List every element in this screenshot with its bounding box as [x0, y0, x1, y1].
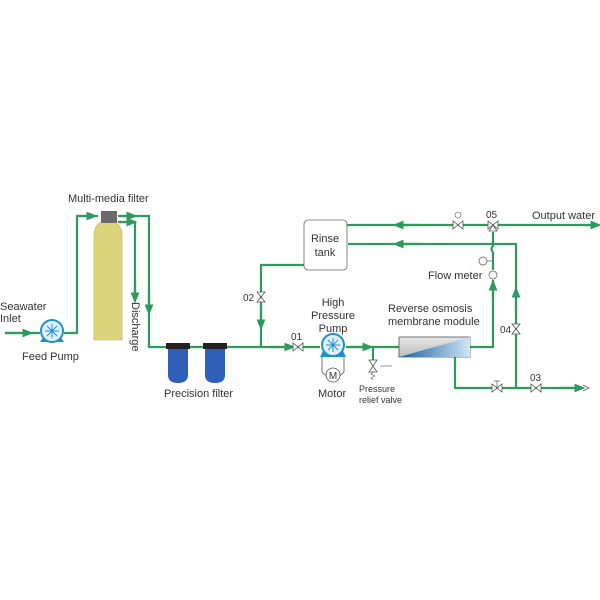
valve-01[interactable] [292, 342, 304, 352]
ro-module-label-1: Reverse osmosis [388, 303, 473, 315]
precision-filter-body-2 [205, 349, 225, 383]
hp-pump-label-1: High [322, 297, 345, 309]
valve-04-label: 04 [500, 325, 512, 336]
high-pressure-pump: M [320, 333, 346, 383]
hp-pump-label-3: Pump [319, 323, 348, 335]
top-gauge-icon [454, 211, 462, 219]
pressure-relief-label-2: relief valve [359, 395, 402, 405]
pipe-filter-to-precision [118, 214, 175, 349]
filter-head [101, 211, 117, 223]
pipe-permeate-up [470, 280, 495, 349]
precision-filter-body-1 [168, 349, 188, 383]
pressure-relief-valve[interactable] [368, 359, 392, 381]
valve-top-icon[interactable] [452, 220, 464, 230]
seawater-inlet-label-2: Inlet [0, 313, 21, 325]
feed-pump-label: Feed Pump [22, 351, 79, 363]
filter-tank [93, 219, 123, 341]
valve-04[interactable] [511, 323, 521, 335]
multi-media-filter-label: Multi-media filter [68, 193, 149, 205]
precision-filter [166, 343, 227, 383]
pressure-gauge-icon [478, 256, 488, 266]
ro-module-label-2: membrane module [388, 316, 480, 328]
valve-03-icon[interactable] [530, 383, 542, 393]
discharge-label: Discharge [129, 302, 141, 352]
hp-pump-label-2: Pressure [311, 310, 355, 322]
pipes [5, 211, 600, 393]
feed-pump [40, 319, 64, 343]
drain-outlet-icon [582, 384, 590, 392]
flow-meter-icon [488, 270, 498, 280]
valve-01-label: 01 [291, 332, 303, 343]
pressure-relief-label-1: Pressure [359, 384, 395, 394]
valve-03[interactable] [530, 383, 542, 393]
ro-membrane-module [398, 336, 471, 358]
relief-valve-icon[interactable] [368, 359, 378, 373]
rinse-tank [303, 219, 348, 271]
pipe-concentrate-out [453, 357, 582, 390]
precision-filter-cap-1 [166, 343, 190, 349]
valve-02-icon[interactable] [256, 291, 266, 303]
rinse-tank-label: Rinse [311, 233, 339, 245]
relief-spring-icon [370, 371, 376, 381]
motor-icon [325, 367, 341, 383]
precision-filter-label: Precision filter [164, 388, 233, 400]
motor-label: Motor [318, 388, 346, 400]
valve-02-label: 02 [243, 293, 255, 304]
precision-filter-cap-2 [203, 343, 227, 349]
valve-02[interactable] [256, 291, 266, 303]
multi-media-filter [93, 211, 123, 341]
valve-03-label: 03 [530, 373, 542, 384]
rinse-tank-label-2: tank [315, 247, 336, 259]
valve-05[interactable] [487, 220, 499, 232]
valve-concentrate[interactable] [491, 380, 503, 393]
pipe-crossover [490, 232, 495, 253]
ro-membrane-fill [399, 337, 470, 357]
valve-04-icon[interactable] [511, 323, 521, 335]
valve-top-gauge[interactable] [452, 211, 464, 230]
motor-symbol: M [329, 371, 337, 382]
valve-05-label: 05 [486, 210, 498, 221]
valve-01-icon[interactable] [292, 342, 304, 352]
output-water-label: Output water [532, 210, 595, 222]
valve-05-icon[interactable] [487, 220, 499, 232]
flow-meter [478, 256, 498, 280]
flow-meter-label: Flow meter [428, 270, 483, 282]
pipe-feed-to-filter [64, 214, 98, 335]
seawater-inlet-label: Seawater [0, 301, 47, 313]
